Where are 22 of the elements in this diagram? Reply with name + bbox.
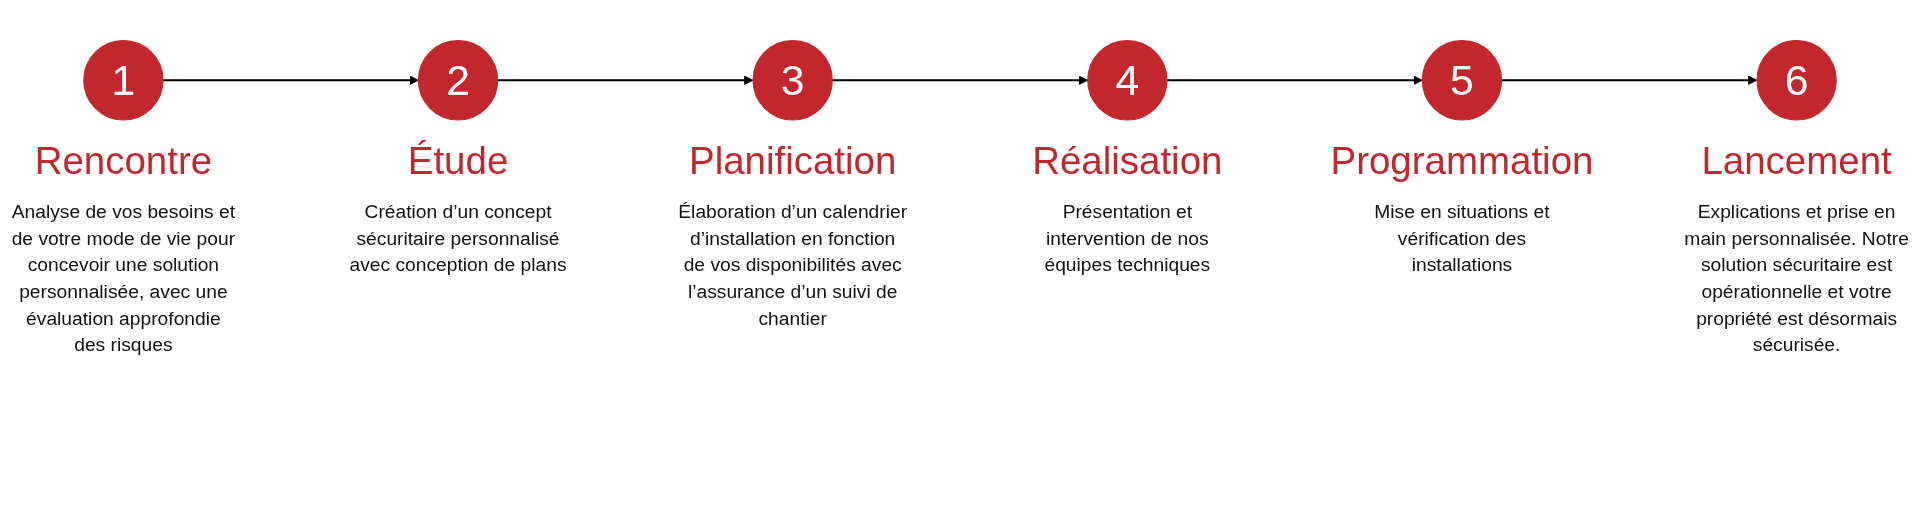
- node-circle: 2: [417, 40, 499, 121]
- step-title: Lancement: [1701, 139, 1892, 184]
- step-description: Analyse de vos besoins et de votre mode de vie pour concevoir une solution personnalisée, avec une évaluation approfondie des risques: [10, 200, 237, 358]
- step-title: Planification: [689, 139, 897, 184]
- step-description: Création d’un concept sécuritaire personnalisé avec conception de plans: [348, 200, 568, 278]
- arrow: [1501, 75, 1758, 85]
- arrow: [497, 75, 754, 85]
- node-circle: 6: [1756, 40, 1837, 121]
- step-title: Programmation: [1330, 139, 1594, 184]
- arrow: [163, 75, 419, 85]
- step-description: Mise en situations et vérification des installations: [1373, 200, 1551, 278]
- step-title: Rencontre: [34, 139, 213, 184]
- step-description: Explications et prise en main personnalisée. Notre solution sécuritaire est opérationnelle et votre propriété est désormais sécurisée.: [1683, 200, 1910, 358]
- arrow: [1167, 75, 1423, 85]
- step-description: Élaboration d’un calendrier d’installation en fonction de vos disponibilités avec l’assurance d’un suivi de chantier: [677, 200, 908, 332]
- node-circle: 3: [752, 40, 833, 121]
- step-title: Réalisation: [1032, 139, 1223, 184]
- step-title: Étude: [407, 139, 509, 184]
- step-description: Présentation et intervention de nos équipes techniques: [1043, 200, 1212, 278]
- node-circle: 4: [1087, 40, 1168, 121]
- node-circle: 5: [1421, 40, 1503, 121]
- node-circle: 1: [83, 40, 164, 121]
